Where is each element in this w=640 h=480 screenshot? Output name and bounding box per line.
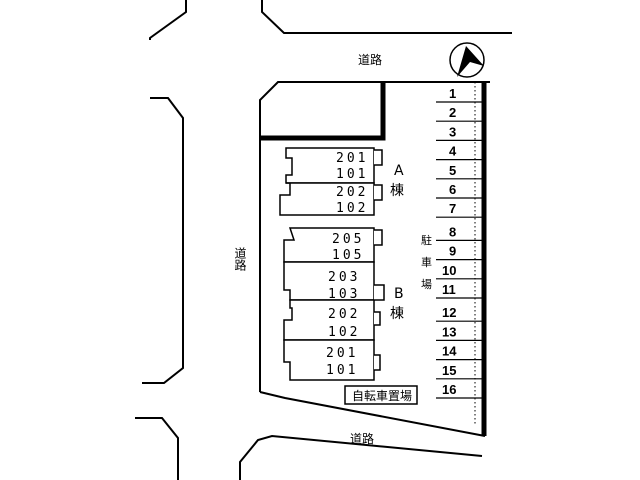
unit-b-205: 205 bbox=[332, 232, 364, 247]
road-label-north: 道路 bbox=[358, 52, 382, 67]
parking-slot-14: 14 bbox=[442, 344, 457, 359]
unit-a-201: 201 bbox=[336, 151, 368, 166]
building-a-balcony-2 bbox=[374, 184, 383, 201]
boundary-wall bbox=[260, 82, 386, 141]
building-b-label: B bbox=[394, 286, 404, 302]
parking-slot-1: 1 bbox=[449, 86, 456, 101]
road-label-south: 道路 bbox=[350, 431, 374, 446]
road-edge-north-upper bbox=[261, 0, 512, 34]
parking-label: 駐 車 場 bbox=[421, 233, 432, 291]
road-edge-northwest bbox=[149, 0, 187, 40]
road-edge-west bbox=[142, 97, 184, 384]
unit-b-102: 102 bbox=[328, 325, 360, 340]
parking-slot-7: 7 bbox=[449, 201, 456, 216]
parking-slot-13: 13 bbox=[442, 324, 456, 339]
north-arrow-icon bbox=[449, 42, 485, 78]
parking-slot-12: 12 bbox=[442, 305, 456, 320]
building-a-balcony-1 bbox=[374, 149, 383, 166]
unit-b-105: 105 bbox=[332, 248, 364, 263]
bicycle-parking: 自転車置場 bbox=[344, 385, 418, 405]
parking-label-char-3: 場 bbox=[421, 278, 432, 291]
parking-label-char-1: 駐 bbox=[421, 233, 432, 247]
building-a-label: A bbox=[394, 163, 404, 179]
parking-slot-6: 6 bbox=[449, 182, 456, 197]
parking-slot-2: 2 bbox=[449, 105, 456, 120]
parking-slot-10: 10 bbox=[442, 263, 456, 278]
unit-b-202: 202 bbox=[328, 307, 360, 322]
unit-b-201: 201 bbox=[326, 346, 358, 361]
road-edge-southwest bbox=[135, 417, 179, 480]
building-b: 205 105 203 103 202 102 201 101 B 棟 bbox=[283, 227, 404, 381]
parking-label-char-2: 車 bbox=[421, 255, 432, 269]
building-b-balcony-1 bbox=[374, 229, 383, 246]
road-label-west-text: 道路 bbox=[223, 247, 247, 272]
parking-slot-15: 15 bbox=[442, 363, 456, 378]
parking-slot-8: 8 bbox=[449, 224, 456, 239]
building-a: 201 101 202 102 A 棟 bbox=[279, 147, 404, 216]
building-b-balcony-2 bbox=[374, 284, 385, 301]
unit-a-102: 102 bbox=[336, 201, 368, 216]
unit-b-101: 101 bbox=[326, 363, 358, 378]
road-label-west: 道路 bbox=[223, 247, 247, 272]
parking-slot-4: 4 bbox=[449, 144, 457, 159]
unit-b-103: 103 bbox=[328, 287, 360, 302]
parking-slot-9: 9 bbox=[449, 244, 456, 259]
unit-a-202: 202 bbox=[336, 185, 368, 200]
site-boundary-south bbox=[259, 391, 486, 437]
building-b-balcony-3 bbox=[374, 311, 381, 326]
building-a-suffix: 棟 bbox=[390, 183, 404, 199]
building-b-balcony-4 bbox=[374, 354, 381, 371]
unit-b-203: 203 bbox=[328, 270, 360, 285]
bicycle-parking-label: 自転車置場 bbox=[352, 389, 412, 403]
parking-slot-16: 16 bbox=[442, 382, 456, 397]
building-b-suffix: 棟 bbox=[390, 306, 404, 322]
parking-slot-5: 5 bbox=[449, 163, 456, 178]
building-b-unit-4 bbox=[283, 339, 375, 381]
unit-a-101: 101 bbox=[336, 167, 368, 182]
parking-slot-11: 11 bbox=[442, 282, 456, 297]
road-edge-south bbox=[239, 434, 483, 480]
parking-slot-3: 3 bbox=[449, 124, 456, 139]
